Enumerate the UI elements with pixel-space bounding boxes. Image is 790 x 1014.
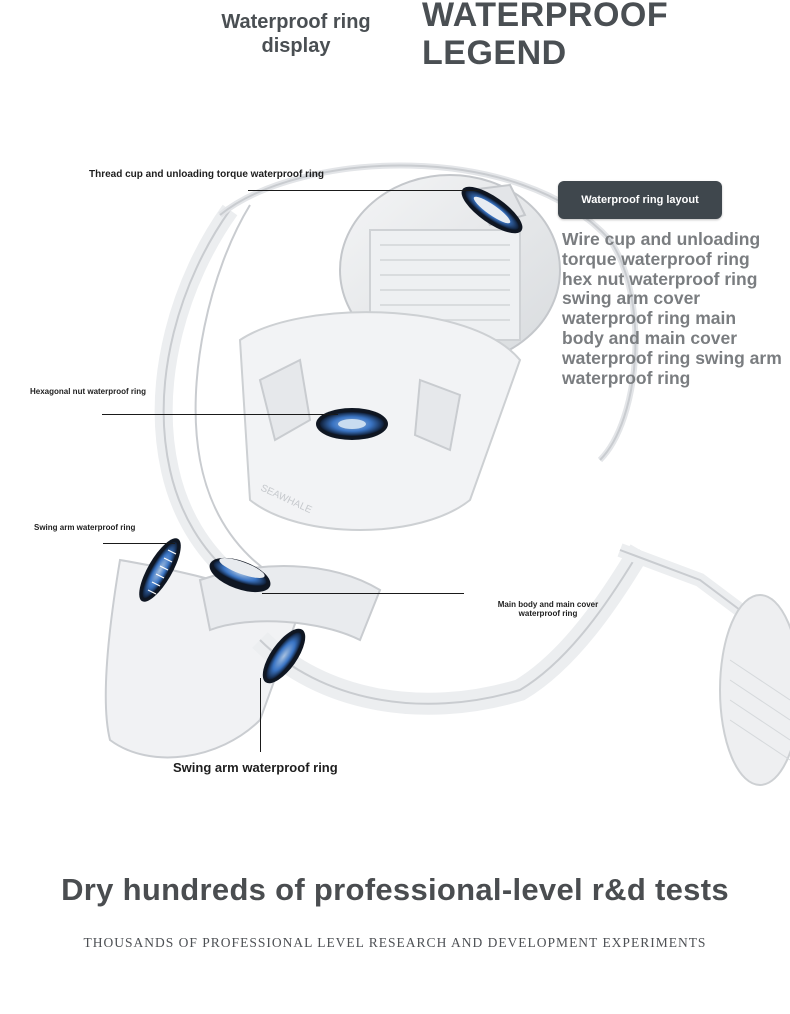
fishing-reel-illustration: SEAWHALE [104,162,790,786]
callout-line-swing-arm-small [103,543,175,544]
header-subtitle: Waterproof ring display [221,11,371,57]
footer-subline: THOUSANDS OF PROFESSIONAL LEVEL RESEARCH… [83,935,707,950]
callout-thread-cup: Thread cup and unloading torque waterpro… [89,169,324,180]
callout-line-swing-arm-bottom [260,678,261,752]
main-body-ring [209,557,271,593]
callout-swing-arm-small: Swing arm waterproof ring [34,523,136,532]
callout-line-thread-cup [248,190,480,191]
callout-hex-nut: Hexagonal nut waterproof ring [30,387,147,396]
hex-nut-ring [316,408,388,440]
callout-main-body: Main body and main cover waterproof ring [497,600,599,618]
callout-line-hex-nut [102,414,338,415]
callout-swing-arm-bottom: Swing arm waterproof ring [173,760,338,775]
header-title: WATERPROOF LEGEND [422,0,669,72]
thread-cup-ring [461,186,523,234]
swing-arm-bottom-ring [262,628,306,684]
layout-badge: Waterproof ring layout [558,181,722,219]
layout-description: Wire cup and unloading torque waterproof… [562,229,782,388]
layout-badge-label: Waterproof ring layout [581,194,699,206]
footer-headline: Dry hundreds of professional-level r&d t… [61,872,729,907]
waterproof-rings [139,186,523,684]
reel-body-sketch: SEAWHALE [104,162,790,786]
swing-arm-small-ring [139,538,181,602]
callout-line-main-body [262,593,464,594]
